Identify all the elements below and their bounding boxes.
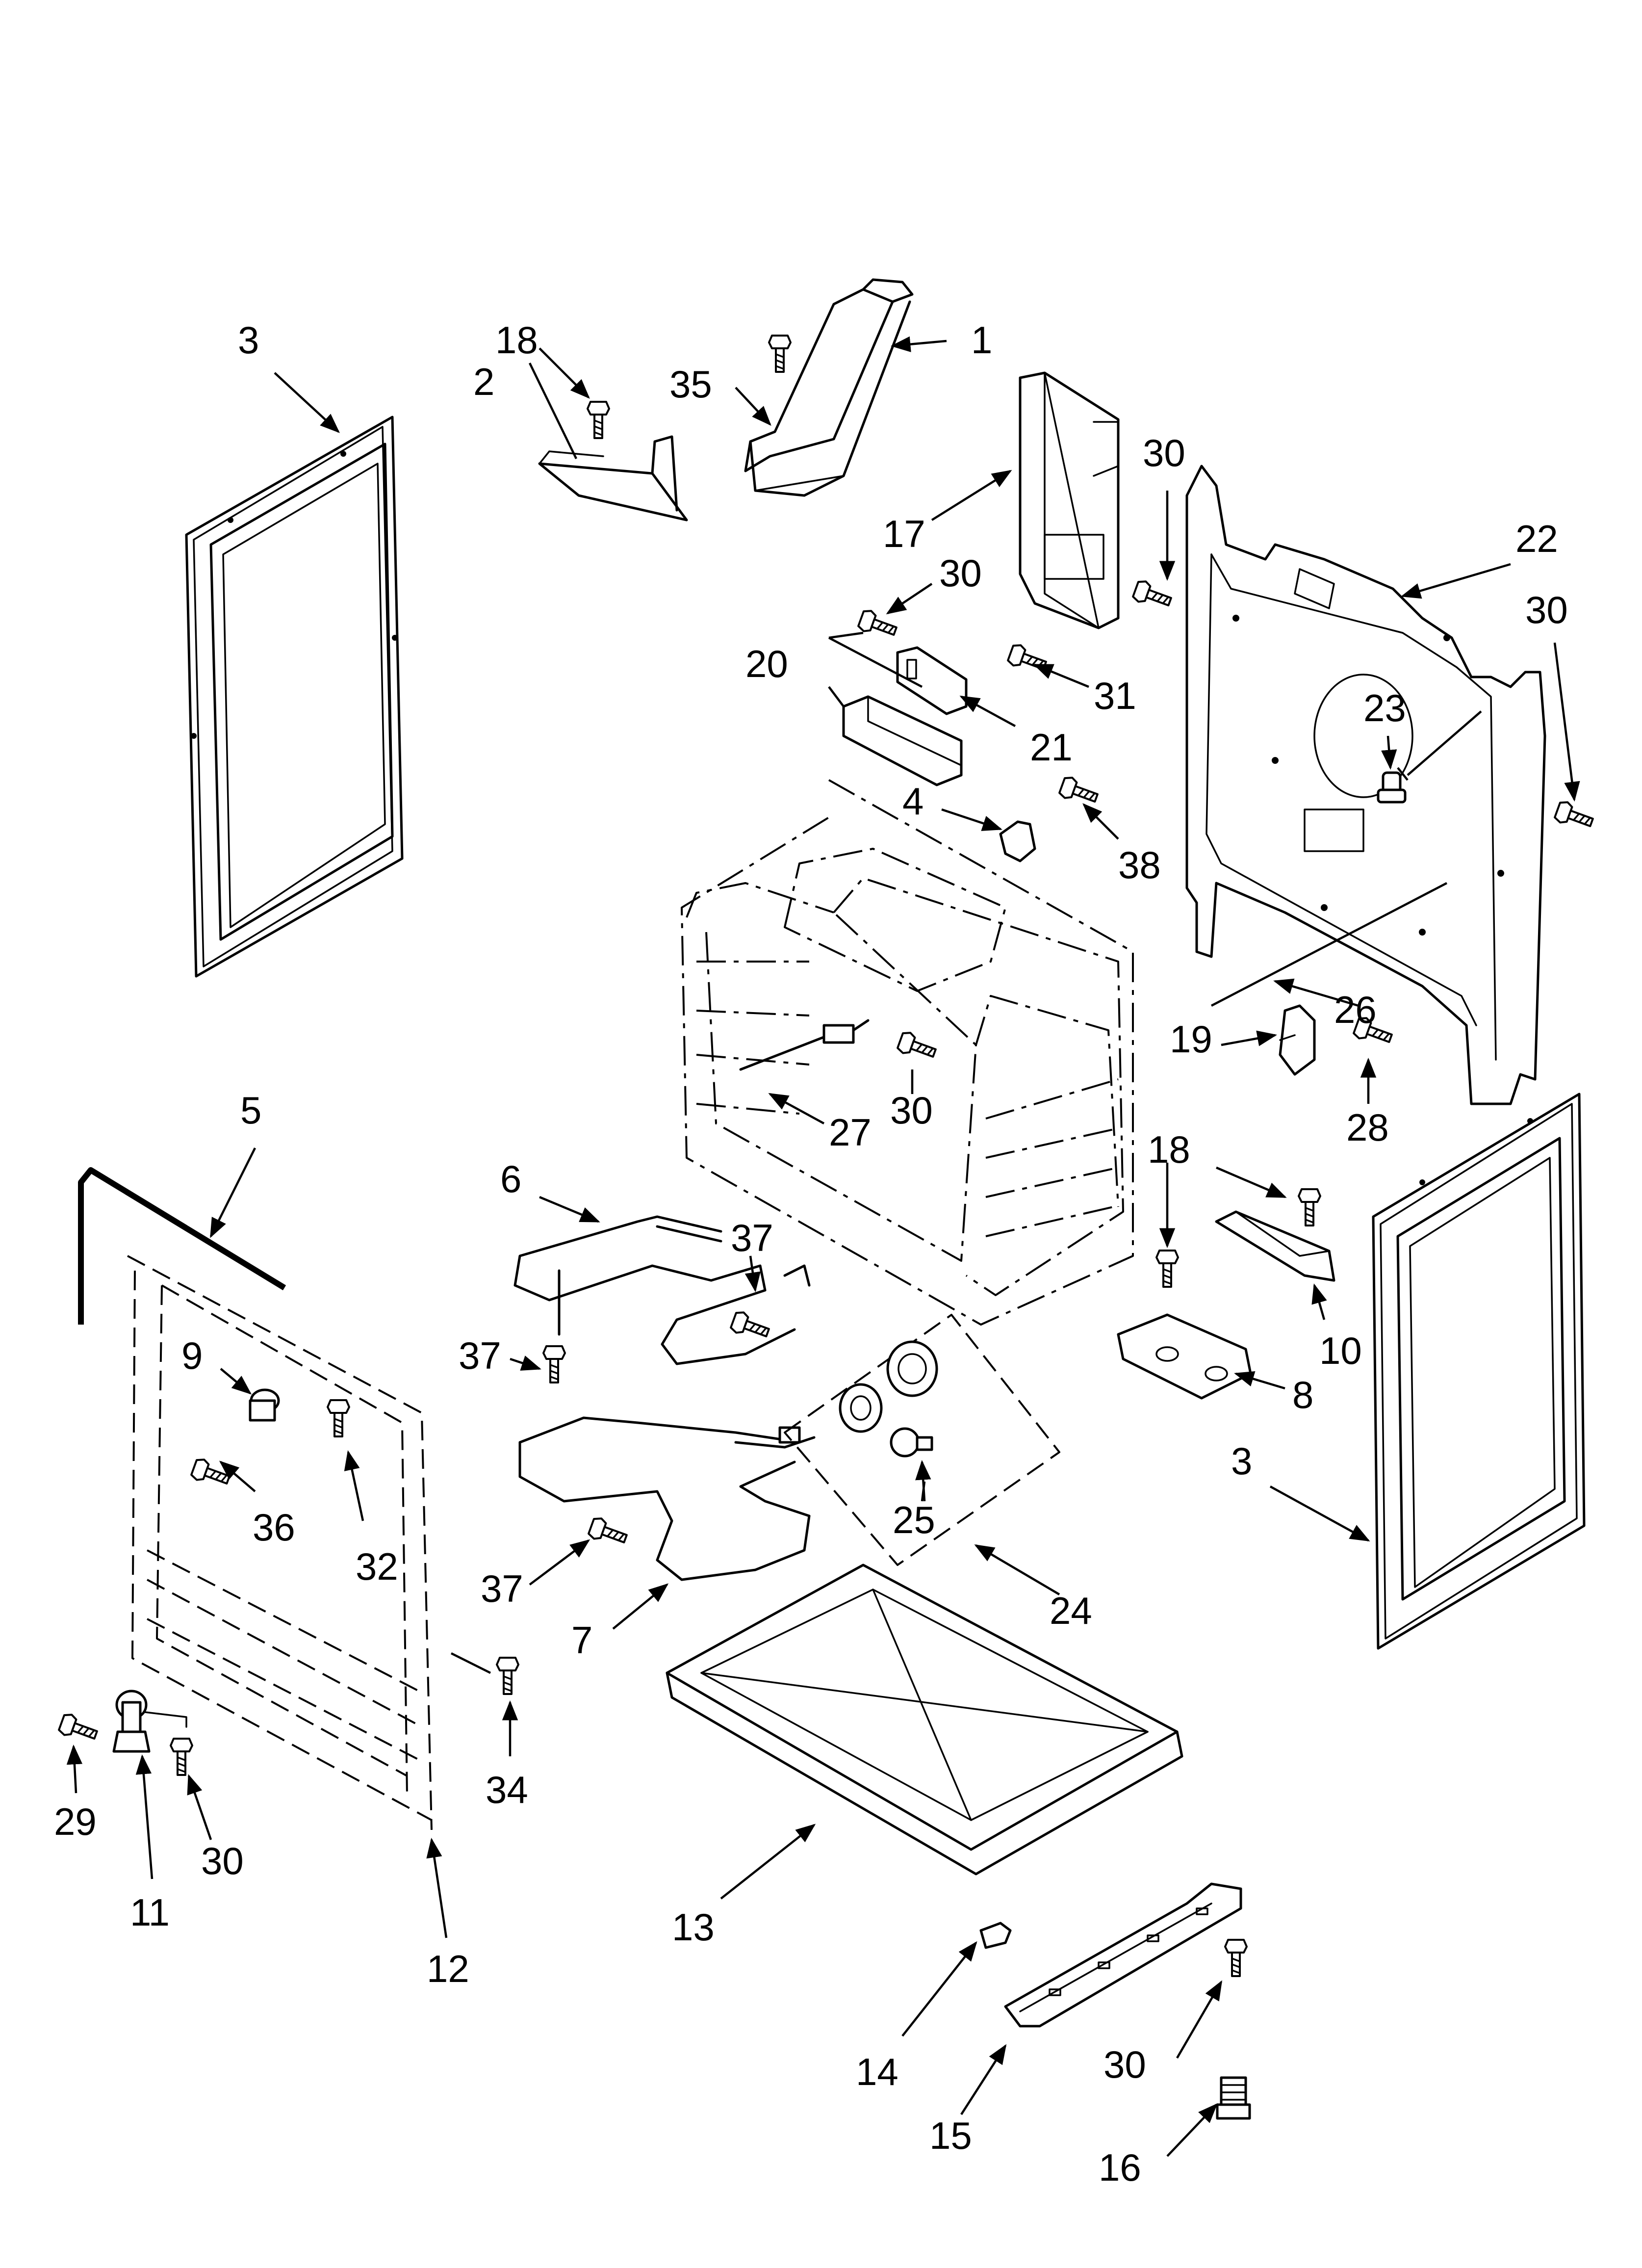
bracket-part-19 [1279, 1004, 1316, 1076]
gasket-part-5 [78, 1167, 286, 1325]
manifold-cover-part-1 [744, 278, 914, 497]
callout-30-rear: 30 [1525, 588, 1568, 631]
callout-12: 12 [427, 1947, 469, 1990]
callout-30-upper: 30 [939, 551, 982, 595]
side-panel-right [1372, 1093, 1586, 1650]
callout-27: 27 [829, 1111, 872, 1154]
callout-35: 35 [669, 363, 712, 406]
callout-30-cavity: 30 [890, 1089, 933, 1132]
bracket-part-2 [538, 435, 688, 521]
spacer-part-9 [249, 1388, 280, 1422]
callout-37-left: 37 [459, 1334, 501, 1377]
oven-bottom-part-13 [666, 1564, 1183, 1876]
callout-4: 4 [902, 780, 924, 823]
broil-element-part-6 [513, 1215, 811, 1365]
screw-part-37-left [542, 1345, 566, 1383]
callout-labels: 1 2 3 3 4 5 6 7 8 9 10 11 12 13 14 15 16… [54, 318, 1568, 2189]
foot-part-16 [1216, 2076, 1251, 2120]
bracket-part-20 [842, 695, 963, 786]
sensor-part-27 [739, 1019, 870, 1071]
front-frame-part-12 [127, 1255, 433, 1830]
rail-part-15 [1004, 1882, 1242, 2028]
callout-24: 24 [1050, 1589, 1092, 1632]
clip-part-4 [999, 820, 1036, 862]
screw-part-38 [1057, 774, 1101, 809]
clip-part-14 [979, 1922, 1012, 1949]
callout-5: 5 [240, 1089, 261, 1132]
side-panel-left [185, 416, 404, 978]
callout-30-rail: 30 [1103, 2043, 1146, 2086]
leveling-leg-part-11 [112, 1690, 187, 1753]
bracket-part-8 [1117, 1313, 1252, 1400]
screw-part-31 [1006, 642, 1050, 677]
callout-18-top: 18 [495, 318, 538, 362]
callout-23: 23 [1363, 686, 1406, 730]
callout-6: 6 [500, 1157, 521, 1200]
screw-part-30-rail [1224, 1939, 1248, 1977]
bracket-part-21 [896, 646, 968, 715]
callout-17: 17 [883, 512, 925, 555]
callout-29: 29 [54, 1800, 97, 1843]
callout-15: 15 [929, 2114, 972, 2157]
light-assembly-part-24 [784, 1314, 1060, 1566]
screw-part-36 [189, 1456, 233, 1491]
callout-11: 11 [130, 1891, 170, 1934]
callout-30-leg: 30 [201, 1839, 244, 1882]
screw-part-18-right [1298, 1188, 1321, 1226]
screw-part-30-rear-right [1553, 799, 1596, 834]
plug-part-23 [1377, 771, 1407, 804]
screw-part-30-leg [170, 1738, 193, 1776]
callout-28: 28 [1346, 1106, 1389, 1149]
screw-part-18-top [587, 401, 610, 439]
callout-10: 10 [1319, 1329, 1362, 1372]
callout-31: 31 [1094, 674, 1136, 717]
screw-part-30-upper [856, 607, 900, 643]
callout-32: 32 [356, 1545, 398, 1588]
screw-part-37-top [729, 1309, 772, 1344]
callout-20: 20 [745, 642, 788, 685]
callout-9: 9 [181, 1334, 203, 1377]
oven-cavity [681, 779, 1134, 1326]
callout-18-right: 18 [1148, 1128, 1190, 1171]
callout-34: 34 [486, 1768, 528, 1811]
screw-part-37-lower [587, 1515, 630, 1550]
bake-element-part-7 [518, 1416, 816, 1581]
bracket-part-10 [1215, 1210, 1335, 1282]
leader-lines [66, 336, 1580, 2157]
screw-part-18-middle [1155, 1250, 1179, 1288]
rear-panel-part-22 [1185, 465, 1546, 1105]
callout-8: 8 [1292, 1373, 1313, 1416]
screw-part-30-rear-left [1131, 578, 1175, 613]
screw-part-34 [496, 1657, 519, 1695]
callout-30-top: 30 [1143, 431, 1185, 474]
callout-37-lower: 37 [481, 1567, 523, 1610]
callout-7: 7 [571, 1618, 592, 1662]
callout-19: 19 [1170, 1017, 1212, 1061]
screw-part-29 [57, 1711, 101, 1747]
callout-37-top: 37 [731, 1216, 773, 1259]
callout-14: 14 [856, 2050, 898, 2093]
screw-part-32 [327, 1399, 350, 1437]
callout-1: 1 [971, 318, 992, 362]
callout-36: 36 [253, 1506, 295, 1549]
callout-38: 38 [1118, 843, 1161, 886]
callout-2: 2 [473, 360, 494, 403]
callout-26: 26 [1334, 988, 1377, 1031]
callout-22: 22 [1515, 517, 1558, 560]
screw-part-30-cavity [896, 1029, 939, 1065]
callout-13: 13 [672, 1905, 715, 1949]
cover-part-17 [1019, 371, 1120, 629]
callout-16: 16 [1099, 2146, 1141, 2189]
screw-part-35 [768, 335, 792, 373]
callout-21: 21 [1030, 726, 1073, 769]
callout-3-left: 3 [238, 318, 259, 362]
callout-3-right: 3 [1231, 1439, 1252, 1483]
callout-25: 25 [893, 1498, 935, 1541]
